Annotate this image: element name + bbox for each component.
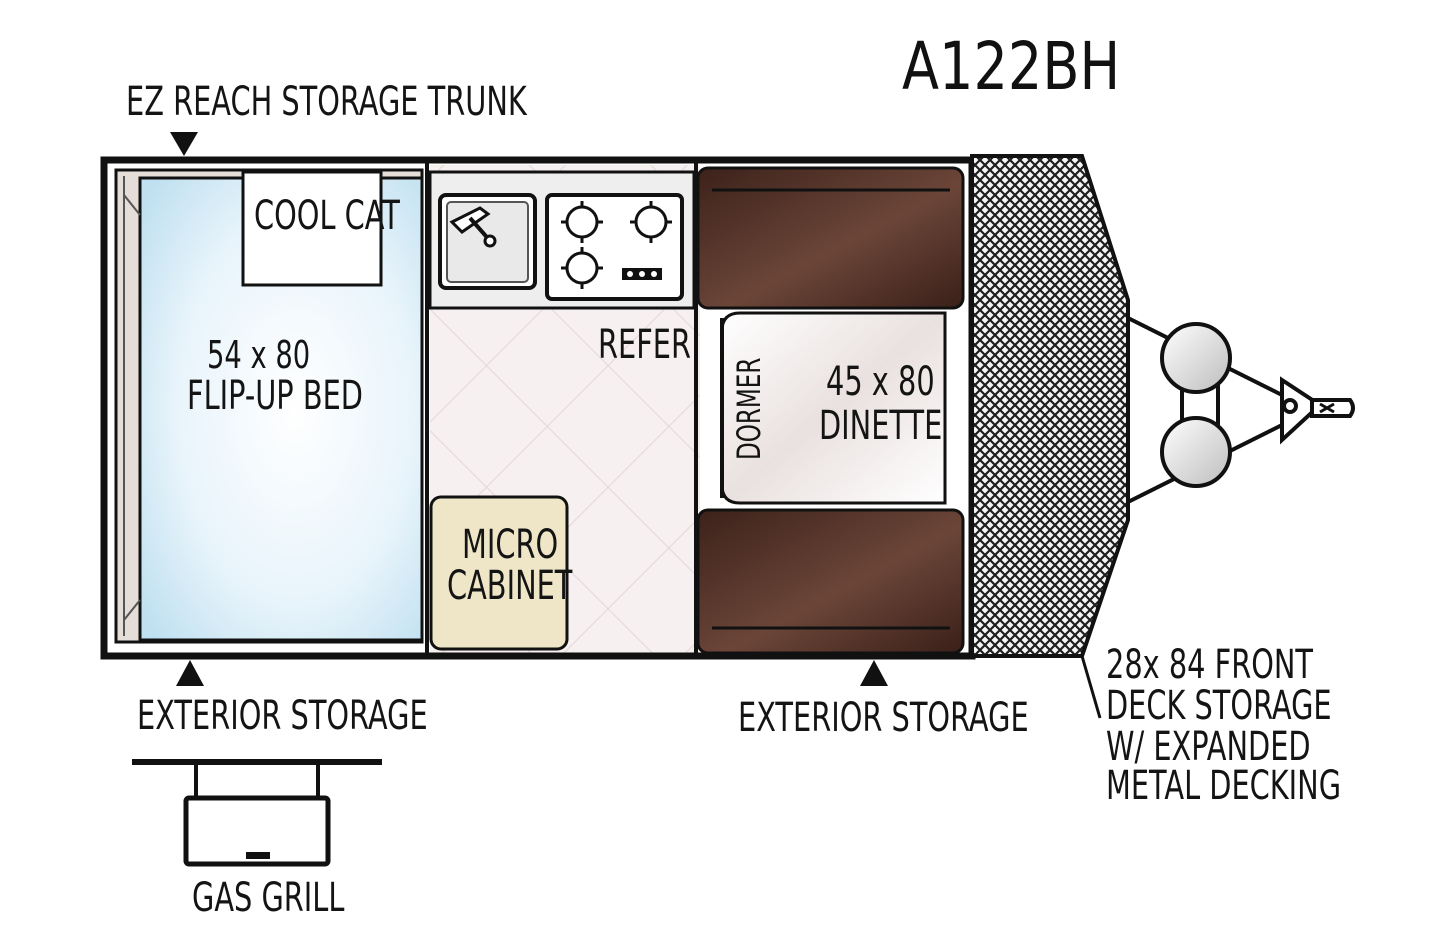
cool-cat-label: COOL CAT bbox=[254, 193, 400, 239]
dinette-name-label: DINETTE bbox=[819, 403, 943, 449]
exterior-storage-right-label: EXTERIOR STORAGE bbox=[738, 695, 1029, 741]
front-deck-label-3: W/ EXPANDED bbox=[1106, 724, 1311, 770]
triangle-marker-icon bbox=[176, 660, 204, 686]
trailer-hitch-icon bbox=[1127, 316, 1355, 504]
micro-cabinet bbox=[429, 495, 569, 651]
refer-label: REFER bbox=[598, 322, 691, 368]
wheel-icon bbox=[1160, 322, 1232, 394]
dinette-seat-bottom bbox=[696, 508, 965, 655]
exterior-storage-left-label: EXTERIOR STORAGE bbox=[137, 693, 428, 739]
cool-cat-unit bbox=[241, 170, 383, 287]
dormer-label: DORMER bbox=[730, 357, 768, 460]
ez-reach-label: EZ REACH STORAGE TRUNK bbox=[126, 79, 527, 125]
model-title: A122BH bbox=[902, 28, 1121, 105]
front-deck bbox=[970, 154, 1130, 658]
triangle-marker-icon bbox=[860, 660, 888, 686]
micro-label: MICRO bbox=[462, 522, 559, 568]
bed-name-label: FLIP-UP BED bbox=[187, 373, 363, 419]
gas-grill-drawing bbox=[132, 759, 382, 867]
front-deck-label-4: METAL DECKING bbox=[1106, 763, 1342, 809]
dinette-size-label: 45 x 80 bbox=[826, 359, 935, 405]
cabinet-label: CABINET bbox=[447, 563, 573, 609]
front-deck-label-1: 28x 84 FRONT bbox=[1106, 642, 1314, 688]
front-deck-label-2: DECK STORAGE bbox=[1106, 683, 1332, 729]
bed-size-label: 54 x 80 bbox=[207, 333, 311, 377]
gas-grill-label: GAS GRILL bbox=[192, 875, 345, 921]
triangle-marker-icon bbox=[170, 132, 198, 156]
wheel-icon bbox=[1160, 416, 1232, 488]
